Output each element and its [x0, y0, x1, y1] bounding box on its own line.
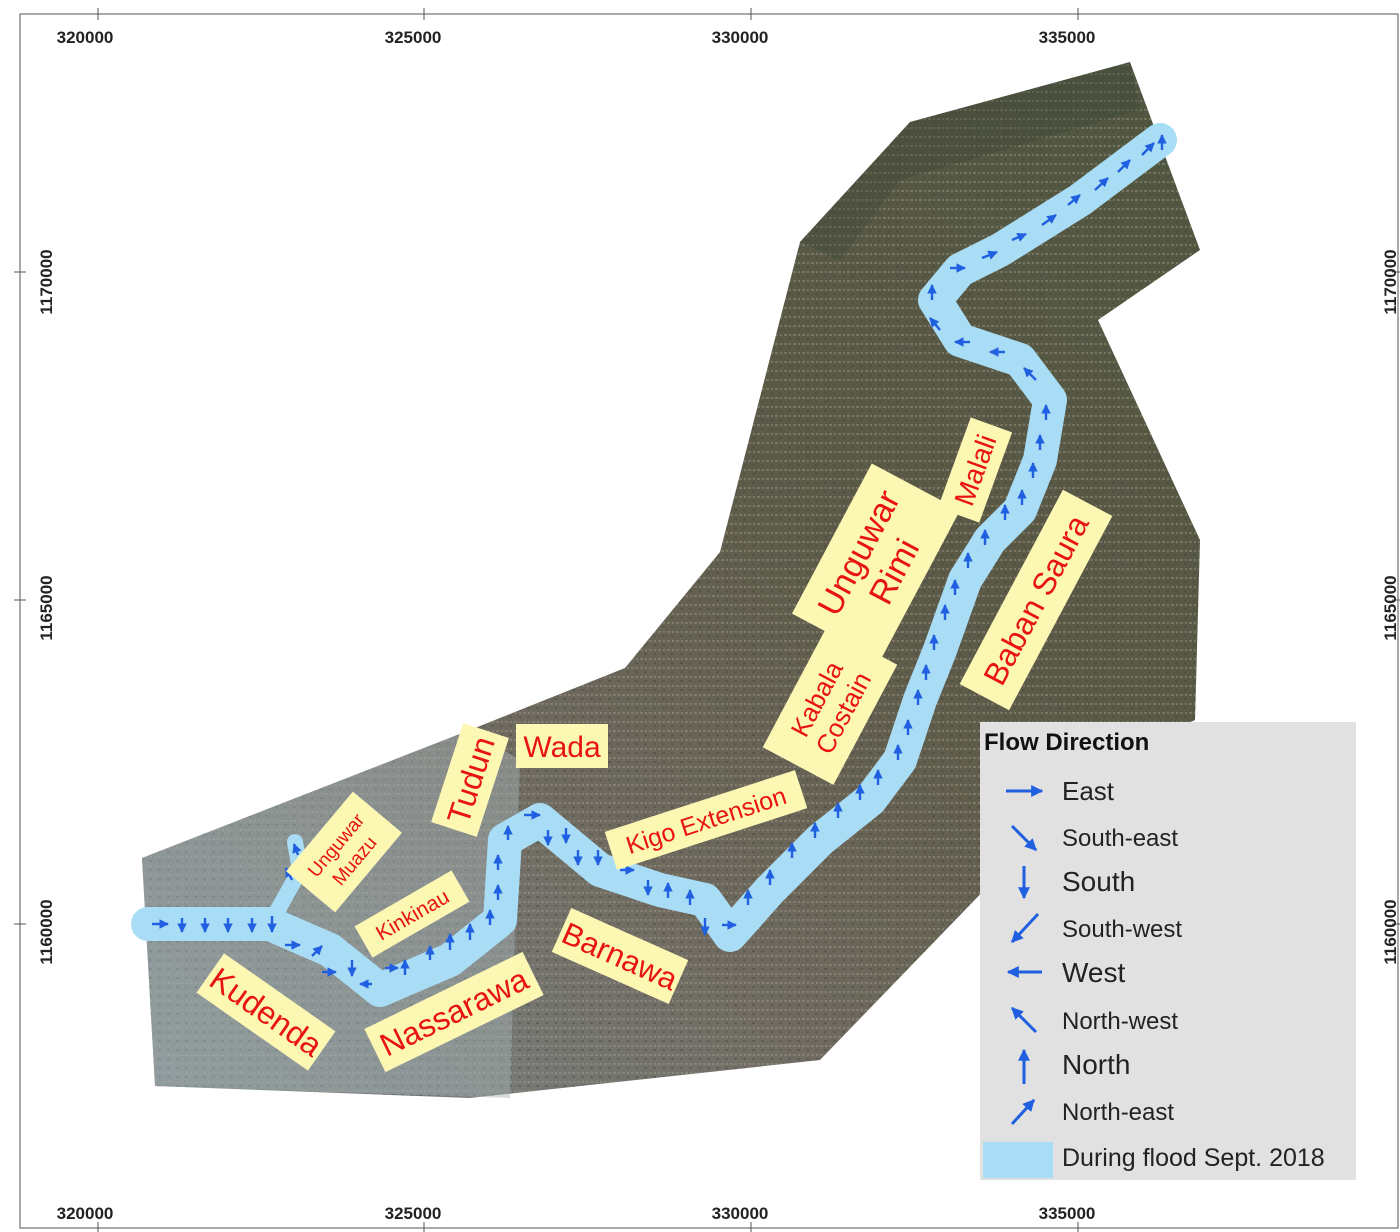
- grid-y-label-right: 1170000: [1381, 249, 1400, 314]
- grid-x-label-top: 320000: [57, 28, 114, 47]
- label-box: [937, 417, 1013, 523]
- legend: Flow Direction East South-east South Sou…: [980, 722, 1356, 1180]
- label-box: [959, 489, 1113, 711]
- place-name: Wada: [523, 731, 601, 764]
- grid-x-label-bottom: 335000: [1039, 1204, 1096, 1223]
- grid-ticks: [14, 8, 1400, 1232]
- grid-y-label-right: 1165000: [1381, 575, 1400, 640]
- grid-x-label-top: 330000: [712, 28, 769, 47]
- grid-y-label-left: 1165000: [37, 575, 56, 640]
- legend-item-north: North: [1062, 1049, 1130, 1080]
- legend-item-west: West: [1062, 957, 1125, 988]
- label-box: [604, 770, 808, 870]
- grid-y-label-left: 1160000: [37, 899, 56, 964]
- legend-item-north-west: North-west: [1062, 1008, 1178, 1035]
- legend-item-south: South: [1062, 866, 1135, 897]
- label-box: [286, 791, 402, 913]
- legend-item-flood: During flood Sept. 2018: [1062, 1144, 1325, 1172]
- label-box: [762, 627, 898, 785]
- arrow-north-east-icon: [1010, 1098, 1036, 1126]
- grid-x-label-top: 325000: [385, 28, 442, 47]
- place-label-wada: Wada: [516, 724, 608, 768]
- map-border: [19, 13, 1399, 1229]
- label-box: [354, 870, 470, 958]
- flood-swatch: [983, 1142, 1053, 1178]
- label-box: [791, 463, 961, 661]
- flow-arrows: [152, 134, 1167, 989]
- grid-x-label-bottom: 330000: [712, 1204, 769, 1223]
- label-box: [196, 953, 336, 1071]
- legend-item-south-west: South-west: [1062, 916, 1182, 943]
- grid-x-label-top: 335000: [1039, 28, 1096, 47]
- legend-title: Flow Direction: [984, 729, 1149, 756]
- arrow-south-west-icon: [1010, 912, 1040, 944]
- grid-y-label-left: 1170000: [37, 249, 56, 314]
- grid-y-label-right: 1160000: [1381, 899, 1400, 964]
- arrow-north-west-icon: [1010, 1006, 1038, 1034]
- legend-item-north-east: North-east: [1062, 1099, 1174, 1126]
- legend-item-south-east: South-east: [1062, 825, 1178, 852]
- label-box: [516, 724, 608, 768]
- legend-item-east: East: [1062, 776, 1115, 806]
- grid-x-label-bottom: 320000: [57, 1204, 114, 1223]
- arrow-south-east-icon: [1010, 824, 1038, 852]
- grid-x-label-bottom: 325000: [385, 1204, 442, 1223]
- place-label-kabala-costain: Kabala Costain: [762, 627, 898, 785]
- label-box: [431, 723, 509, 837]
- label-box: [551, 908, 689, 1004]
- legend-background: [980, 722, 1356, 1180]
- label-box: [364, 951, 544, 1073]
